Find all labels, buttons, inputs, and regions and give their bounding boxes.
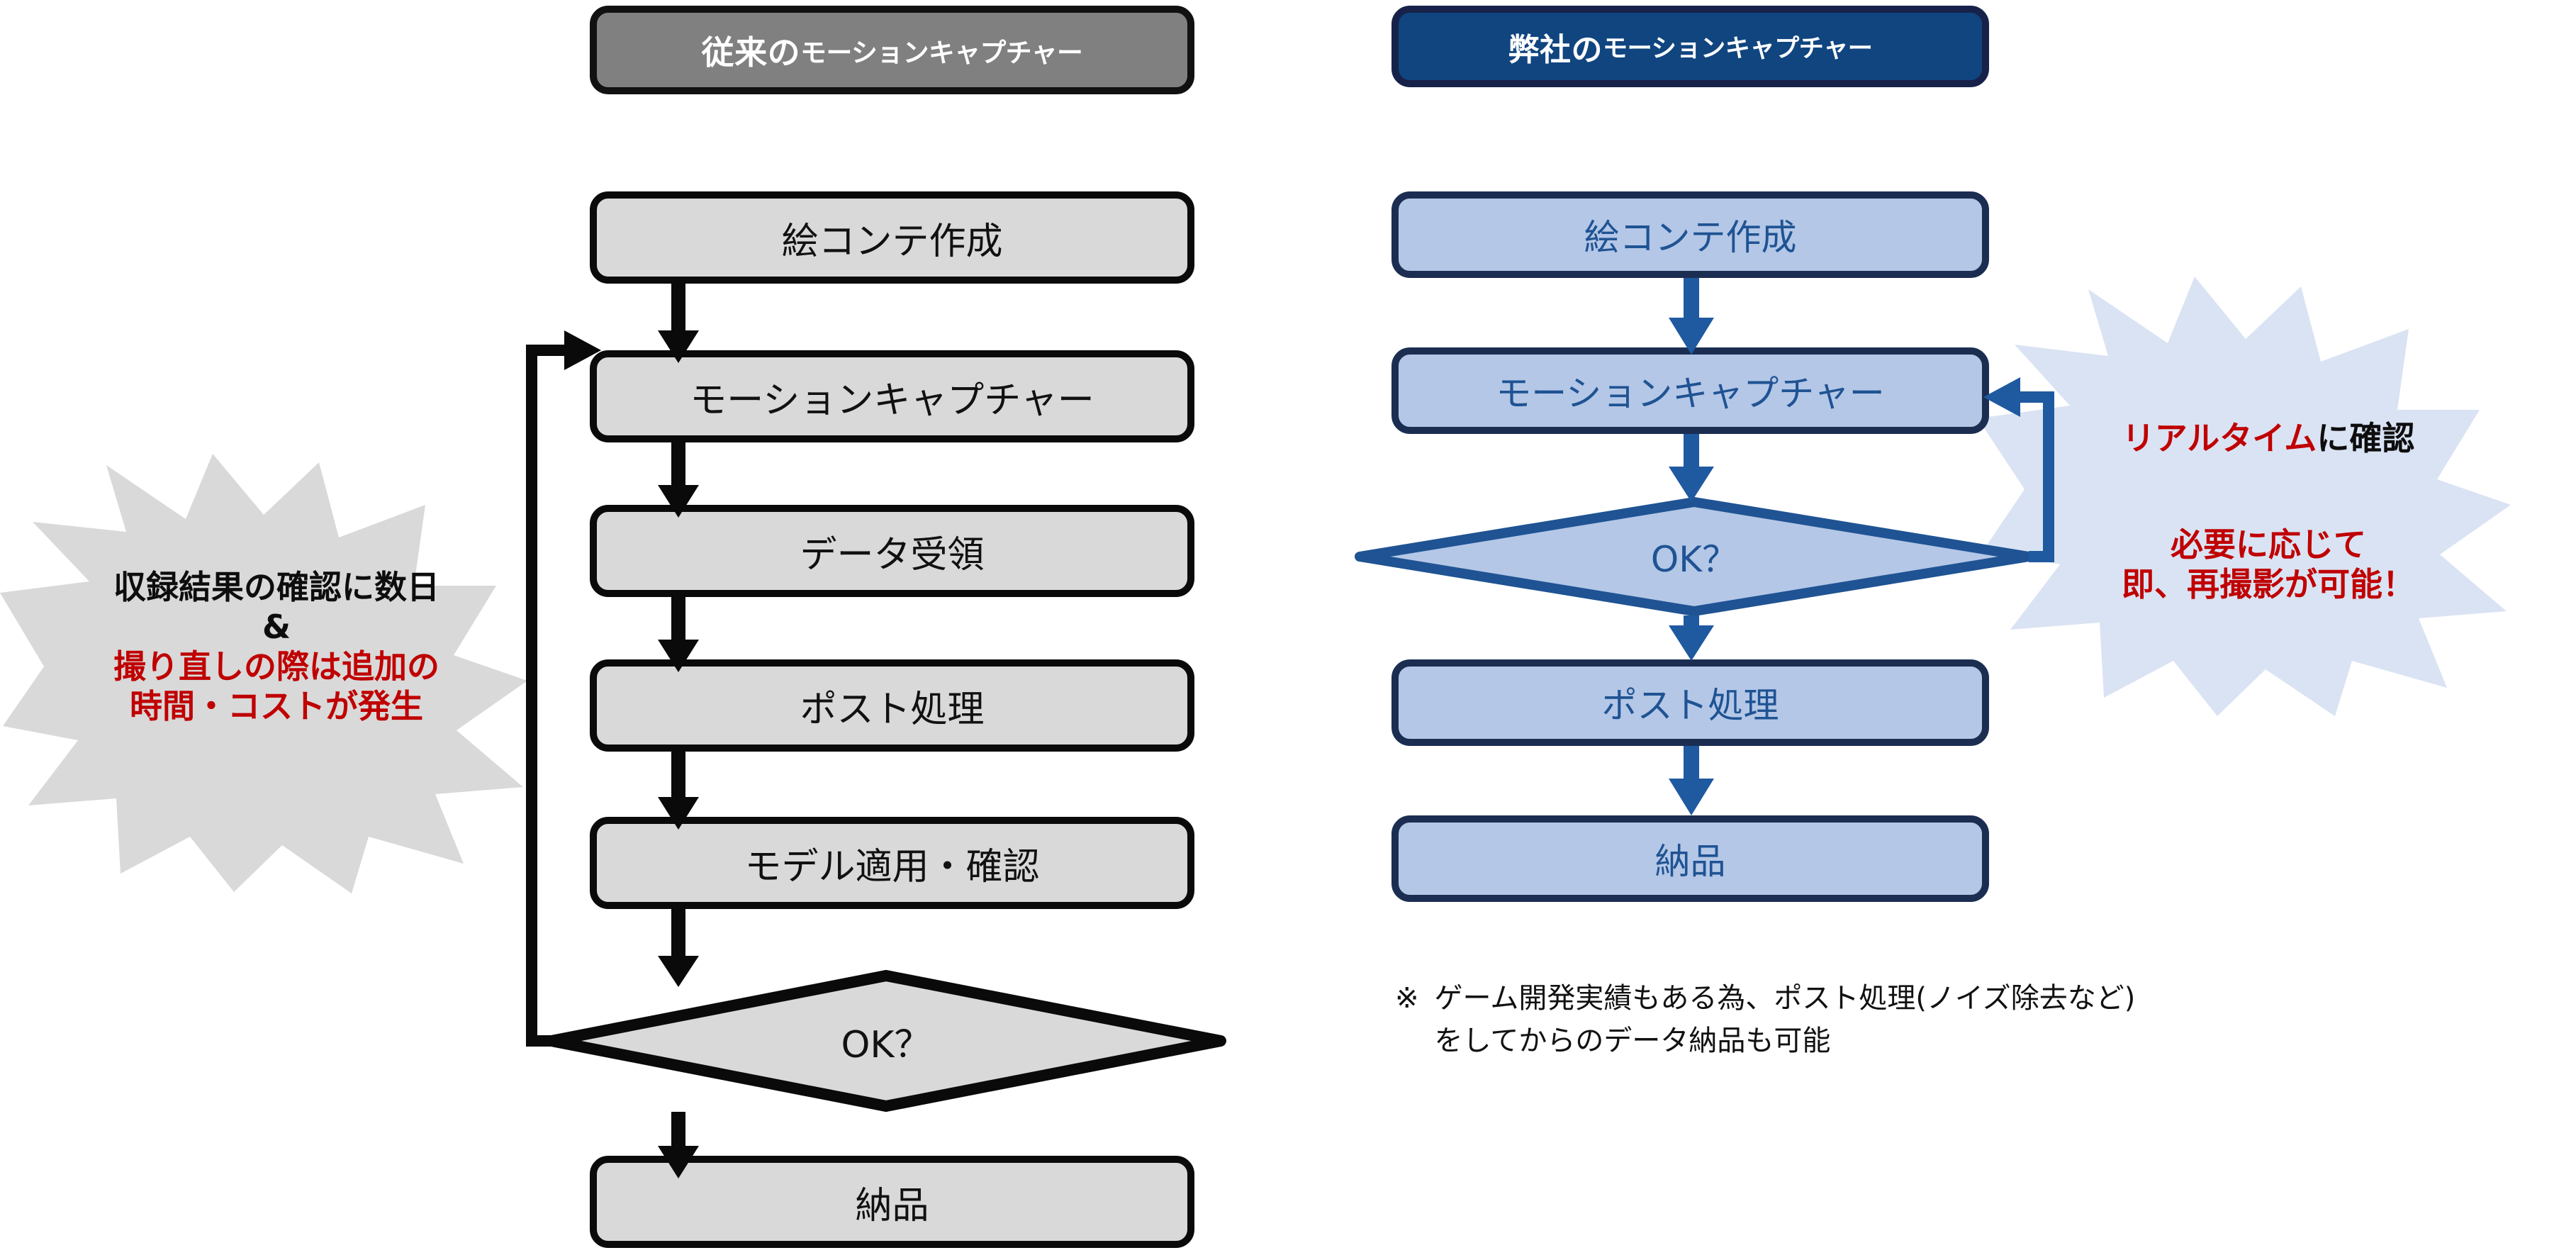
left-node-deliver-label: 納品	[855, 1184, 929, 1227]
left-node-receive-label: データ受領	[800, 533, 985, 576]
right-column-header: 弊社のモーションキャプチャー	[1391, 6, 1989, 87]
right-header-prefix: 弊社の	[1508, 31, 1603, 68]
left-flow-arrows	[526, 284, 699, 1178]
left-header-prefix: 従来の	[701, 33, 801, 72]
right-callout-line1-black: に確認	[2317, 419, 2415, 457]
footnote: ※ ゲーム開発実績もある為、ポスト処理(ノイズ除去など) をしてからのデータ納品…	[1395, 977, 2135, 1062]
left-node-mocap-label: モーションキャプチャー	[690, 379, 1094, 422]
right-node-post: ポスト処理	[1391, 659, 1989, 746]
footnote-mark: ※	[1395, 982, 1419, 1015]
left-callout-text: 収録結果の確認に数日 & 撮り直しの際は追加の 時間・コストが発生	[28, 567, 525, 726]
right-flow-arrows	[1669, 278, 2054, 815]
right-node-post-label: ポスト処理	[1601, 685, 1779, 726]
right-callout-line2: 必要に応じて	[2171, 525, 2366, 564]
left-node-mocap: モーションキャプチャー	[590, 350, 1194, 442]
left-node-storyboard-label: 絵コンテ作成	[781, 220, 1003, 263]
right-node-storyboard: 絵コンテ作成	[1391, 191, 1989, 278]
left-node-receive: データ受領	[590, 505, 1194, 597]
right-node-storyboard-label: 絵コンテ作成	[1584, 217, 1797, 258]
left-column-header: 従来のモーションキャプチャー	[590, 6, 1194, 94]
left-node-model: モデル適用・確認	[590, 817, 1194, 909]
footnote-line2: をしてからのデータ納品も可能	[1434, 1025, 1831, 1057]
left-node-deliver: 納品	[590, 1156, 1194, 1248]
left-callout-line4: 時間・コストが発生	[130, 687, 423, 726]
left-node-post: ポスト処理	[590, 659, 1194, 752]
right-callout-line3: 即、再撮影が可能！	[2122, 565, 2415, 604]
left-node-model-label: モデル適用・確認	[744, 845, 1040, 888]
right-callout-lines-2-3: 必要に応じて 即、再撮影が可能！	[2042, 525, 2495, 604]
right-node-mocap-label: モーションキャプチャー	[1496, 373, 1885, 414]
left-node-post-label: ポスト処理	[800, 688, 985, 731]
right-callout-starburst	[1978, 277, 2511, 716]
footnote-line1: ゲーム開発実績もある為、ポスト処理(ノイズ除去など)	[1434, 982, 2136, 1015]
left-callout-line1: 収録結果の確認に数日	[113, 568, 439, 606]
right-header-suffix: モーションキャプチャー	[1602, 34, 1873, 63]
left-node-storyboard: 絵コンテ作成	[590, 191, 1194, 284]
right-node-deliver: 納品	[1391, 815, 1989, 902]
left-header-suffix: モーションキャプチャー	[800, 37, 1083, 68]
right-node-deliver-label: 納品	[1654, 841, 1726, 882]
left-callout-starburst	[0, 454, 527, 893]
right-callout-line-1: リアルタイムに確認	[2042, 418, 2495, 458]
left-callout-line3: 撮り直しの際は追加の	[113, 647, 439, 686]
right-callout-line1-red: リアルタイム	[2122, 419, 2317, 457]
left-callout-line2: &	[262, 608, 291, 647]
